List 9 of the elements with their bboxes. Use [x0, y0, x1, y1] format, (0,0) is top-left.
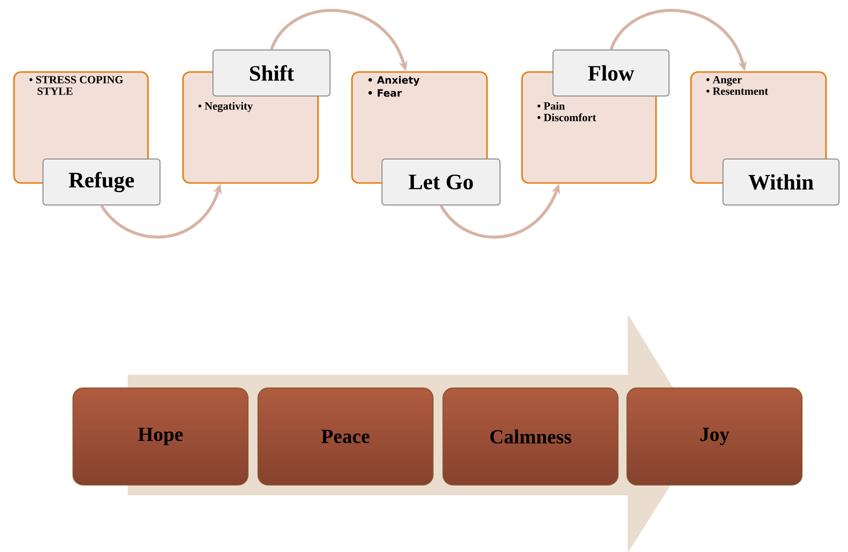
step-box: Hope: [72, 388, 248, 486]
label-tab: Refuge: [42, 158, 160, 206]
label-tab: Shift: [212, 50, 330, 96]
label-tab: Let Go: [382, 158, 500, 206]
label-tab: Flow: [552, 50, 670, 96]
step-box: Calmness: [442, 388, 618, 486]
label-tab: Within: [722, 158, 840, 206]
step-box: Joy: [626, 388, 802, 486]
step-box: Peace: [258, 388, 434, 486]
